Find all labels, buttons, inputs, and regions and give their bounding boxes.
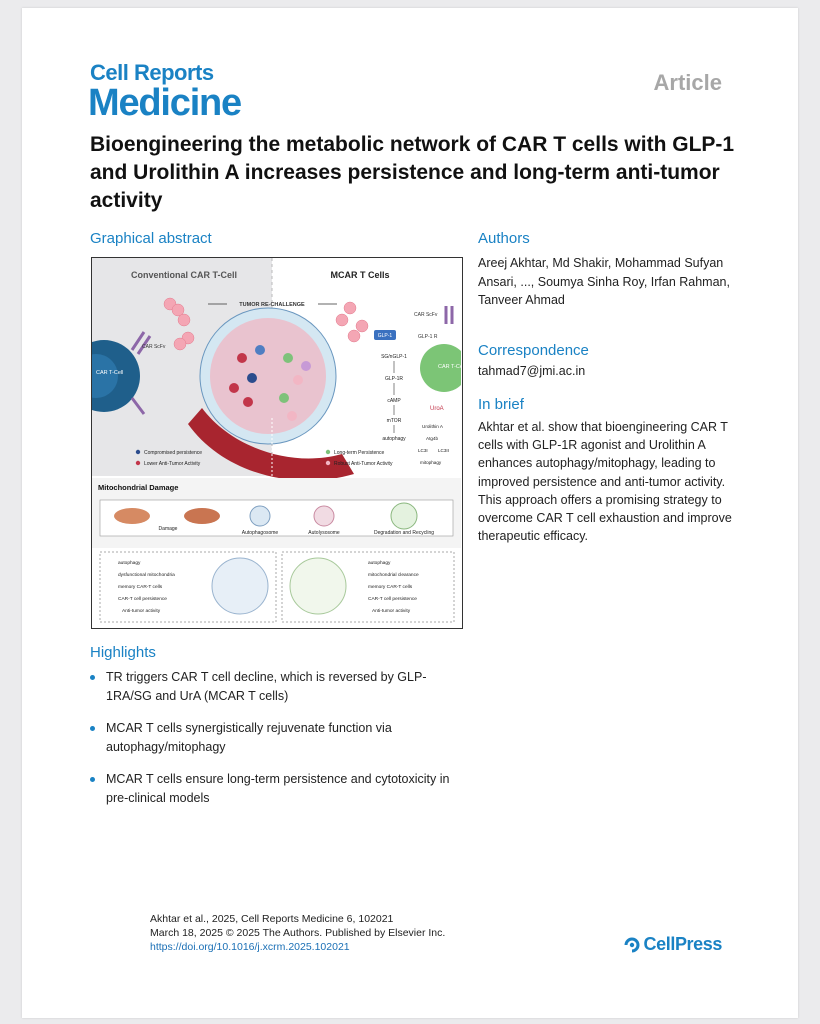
uro-step-3: LC3I bbox=[418, 448, 428, 453]
glp1-box bbox=[374, 330, 396, 340]
pathway-step-5: autophagy bbox=[382, 436, 406, 442]
graphical-abstract-heading: Graphical abstract bbox=[90, 230, 212, 247]
svg-text:memory CAR-T cells: memory CAR-T cells bbox=[368, 584, 413, 590]
author-list: Areej Akhtar, Md Shakir, Mohammad Sufyan… bbox=[478, 256, 730, 307]
highlight-item: MCAR T cells ensure long-term persistenc… bbox=[90, 770, 460, 807]
highlight-text: MCAR T cells ensure long-term persistenc… bbox=[106, 772, 450, 805]
ga-right-title: MCAR T Cells bbox=[330, 270, 389, 280]
journal-name-line1: Cell Reports bbox=[90, 60, 214, 85]
uro-step-2: Atg4b bbox=[426, 436, 438, 441]
car-scfv-label-right: CAR ScFv bbox=[414, 312, 438, 318]
correspondence-email[interactable]: tahmad7@jmi.ac.in bbox=[478, 364, 586, 378]
car-scfv-receptor-icon bbox=[130, 331, 152, 415]
car-tcell-label-left: CAR T-Cell bbox=[96, 370, 123, 376]
highlight-item: MCAR T cells synergistically rejuvenate … bbox=[90, 719, 460, 756]
svg-text:memory CAR-T cells: memory CAR-T cells bbox=[118, 584, 163, 590]
highlight-item: TR triggers CAR T cell decline, which is… bbox=[90, 668, 460, 705]
svg-text:CAR-T cell persistence: CAR-T cell persistence bbox=[368, 596, 417, 602]
glp1-label: GLP-1 bbox=[378, 333, 393, 339]
article-title: Bioengineering the metabolic network of … bbox=[90, 133, 735, 212]
car-tcell-label-right: CAR T-Cell bbox=[438, 364, 461, 370]
svg-text:mitochondrial clearance: mitochondrial clearance bbox=[368, 572, 419, 578]
uro-step-1: Urolithin A bbox=[422, 424, 444, 429]
ga-rechallenge-label: TUMOR RE-CHALLENGE bbox=[239, 302, 305, 308]
cellpress-logo: CellPress bbox=[623, 934, 722, 955]
car-t-cell-right bbox=[420, 344, 462, 392]
legend-left-1: Compromised persistence bbox=[144, 450, 202, 456]
car-scfv-label-left: CAR ScFv bbox=[142, 344, 166, 350]
bullet-icon bbox=[90, 777, 95, 782]
uro-step-5: mitophagy bbox=[420, 460, 442, 465]
mito-title: Mitochondrial Damage bbox=[98, 483, 178, 492]
ga-left-title: Conventional CAR T-Cell bbox=[131, 270, 237, 280]
mito-step-autolysosome: Autolysosome bbox=[308, 530, 340, 536]
mito-step-degradation: Degradation and Recycling bbox=[374, 530, 434, 536]
svg-text:autophagy: autophagy bbox=[368, 560, 391, 566]
pathway-step-3: cAMP bbox=[387, 398, 401, 404]
bottom-right-cell bbox=[289, 557, 347, 615]
highlight-text: TR triggers CAR T cell decline, which is… bbox=[106, 670, 427, 703]
pathway-step-2: GLP-1R bbox=[385, 376, 403, 382]
bullet-icon bbox=[90, 726, 95, 731]
graphical-abstract-figure: Conventional CAR T-Cell MCAR T Cells TUM… bbox=[91, 257, 463, 629]
signaling-pathway: SG/nGLP-1 GLP-1R cAMP mTOR autophagy bbox=[381, 354, 407, 442]
legend-right-2: Robust Anti-Tumor Activity bbox=[334, 461, 393, 467]
graphical-abstract-svg: Conventional CAR T-Cell MCAR T Cells TUM… bbox=[92, 258, 462, 623]
svg-text:Anti-tumor activity: Anti-tumor activity bbox=[122, 608, 161, 614]
pathway-step-4: mTOR bbox=[387, 418, 402, 424]
journal-name-line2: Medicine bbox=[88, 82, 242, 124]
authors-heading: Authors bbox=[478, 230, 530, 247]
mitophagy-steps bbox=[114, 502, 418, 530]
uroa-label: UroA bbox=[430, 406, 444, 412]
blood-vessel bbox=[188, 408, 354, 481]
tumor-cell-clusters bbox=[163, 297, 369, 351]
article-type-label: Article bbox=[653, 70, 722, 95]
svg-text:CAR-T cell persistence: CAR-T cell persistence bbox=[118, 596, 167, 602]
tumor-interior-cells bbox=[229, 345, 311, 421]
bottom-left-cell bbox=[211, 557, 269, 615]
bullet-icon bbox=[90, 675, 95, 680]
in-brief-heading: In brief bbox=[478, 396, 524, 413]
highlight-text: MCAR T cells synergistically rejuvenate … bbox=[106, 721, 392, 754]
article-page: Cell Reports Medicine Article Bioenginee… bbox=[22, 8, 798, 1018]
pathway-step-1: SG/nGLP-1 bbox=[381, 354, 407, 360]
mito-step-damage: Damage bbox=[159, 526, 178, 532]
citation-line1: Akhtar et al., 2025, Cell Reports Medici… bbox=[150, 913, 394, 925]
highlights-heading: Highlights bbox=[90, 644, 156, 661]
highlights-list: TR triggers CAR T cell decline, which is… bbox=[90, 668, 460, 821]
legend-left-2: Lower Anti-Tumor Activity bbox=[144, 461, 201, 467]
svg-text:dysfunctional mitochondria: dysfunctional mitochondria bbox=[118, 572, 175, 578]
bottom-left-list: autophagy dysfunctional mitochondria mem… bbox=[118, 560, 175, 614]
correspondence-heading: Correspondence bbox=[478, 342, 589, 359]
uro-step-4: LC3II bbox=[438, 448, 449, 453]
bottom-right-list: autophagy mitochondrial clearance memory… bbox=[368, 560, 419, 614]
in-brief-text: Akhtar et al. show that bioengineering C… bbox=[478, 420, 732, 544]
glp1r-label: GLP-1 R bbox=[418, 334, 438, 340]
svg-text:Anti-tumor activity: Anti-tumor activity bbox=[372, 608, 411, 614]
mito-step-autophagosome: Autophagosome bbox=[242, 530, 279, 536]
citation-block: Akhtar et al., 2025, Cell Reports Medici… bbox=[150, 912, 445, 954]
cellpress-wordmark: CellPress bbox=[643, 934, 723, 954]
citation-line2: March 18, 2025 © 2025 The Authors. Publi… bbox=[150, 927, 446, 939]
legend-right-1: Long-term Persistence bbox=[334, 450, 385, 456]
cellpress-logo-icon bbox=[624, 937, 639, 952]
doi-link[interactable]: https://doi.org/10.1016/j.xcrm.2025.1020… bbox=[150, 941, 350, 953]
svg-text:autophagy: autophagy bbox=[118, 560, 141, 566]
uro-pathway: Urolithin A Atg4b LC3I LC3II mitophagy bbox=[418, 424, 449, 465]
